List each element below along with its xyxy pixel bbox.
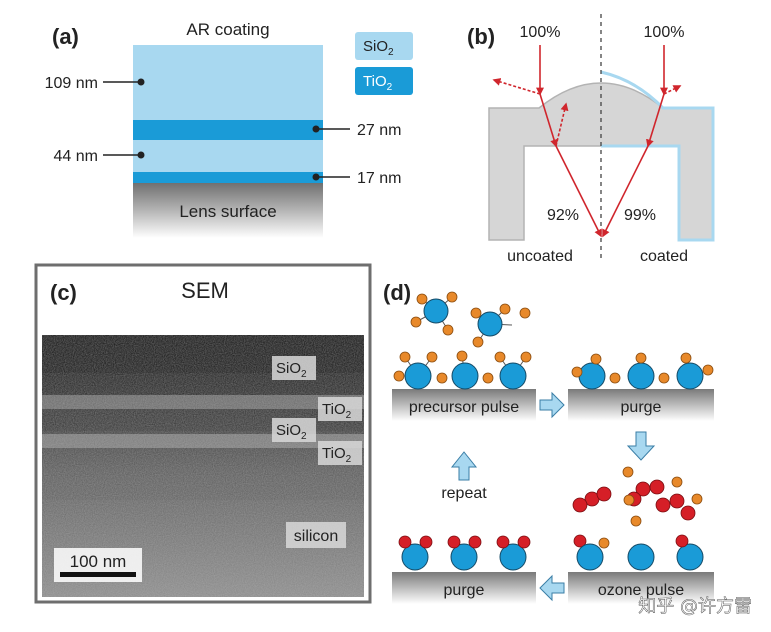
panel-b: (b) 100% 100% 92% 99% uncoated coated [467, 14, 715, 265]
sem-label-tio2-2: TiO2 [318, 441, 362, 465]
sem-label-sio2-2: SiO2 [272, 418, 316, 442]
panel-c: (c) SEM SiO2 TiO2 SiO2 TiO2 [34, 263, 372, 604]
ar-coating-edge [600, 70, 715, 242]
step-purge-2-label: purge [444, 582, 485, 599]
panel-d-label: (d) [383, 280, 411, 305]
step-purge-1: purge [568, 352, 714, 421]
svg-text:109 nm: 109 nm [45, 75, 98, 92]
svg-text:100 nm: 100 nm [70, 552, 127, 571]
caption-uncoated: uncoated [507, 248, 573, 265]
transmitted-left: 92% [547, 207, 579, 224]
svg-text:TiO2: TiO2 [363, 73, 393, 93]
step-ozone-pulse: ozone pulse [568, 534, 714, 604]
svg-text:SiO2: SiO2 [276, 422, 307, 442]
svg-text:TiO2: TiO2 [322, 401, 352, 421]
panel-c-label: (c) [50, 280, 77, 305]
panel-b-label: (b) [467, 24, 495, 49]
legend-tio2: TiO2 [355, 67, 413, 95]
panel-a-label: (a) [52, 24, 79, 49]
repeat-label: repeat [441, 485, 487, 502]
arrow-up-icon [450, 451, 478, 481]
step-precursor-pulse: precursor pulse [392, 350, 536, 421]
tio2-layer-bottom [133, 172, 323, 183]
precursor-molecule-2 [470, 303, 531, 348]
panel-a-title: AR coating [186, 20, 269, 39]
incident-right: 100% [644, 24, 685, 41]
arrow-down-icon [626, 431, 656, 461]
ozone-cloud [572, 466, 703, 527]
scale-bar: 100 nm [54, 548, 142, 582]
step-purge-2: purge [392, 535, 536, 604]
transmitted-right: 99% [624, 207, 656, 224]
arrow-right-icon [539, 391, 565, 419]
sem-label-silicon: silicon [286, 522, 346, 548]
step-ozone-label: ozone pulse [598, 582, 684, 599]
svg-text:SiO2: SiO2 [363, 38, 394, 58]
watermark: 知乎 @许方雷 [638, 596, 752, 617]
ray-coated [602, 45, 682, 238]
lens-substrate [133, 183, 323, 238]
svg-text:44 nm: 44 nm [54, 148, 98, 165]
substrate-label: Lens surface [179, 202, 276, 221]
panel-a: (a) AR coating Lens surface 109 nm 27 nm… [45, 20, 413, 238]
tio2-layer-top [133, 120, 323, 140]
svg-text:SiO2: SiO2 [276, 360, 307, 380]
panel-d: (d) [383, 280, 714, 604]
sem-title: SEM [181, 278, 229, 303]
legend-sio2: SiO2 [355, 32, 413, 60]
arrow-left-icon [539, 574, 565, 602]
svg-text:27 nm: 27 nm [357, 122, 401, 139]
step-precursor-label: precursor pulse [409, 399, 519, 416]
svg-text:TiO2: TiO2 [322, 445, 352, 465]
dimension-44nm: 44 nm [54, 148, 145, 165]
dimension-109nm: 109 nm [45, 75, 145, 92]
step-purge-1-label: purge [621, 399, 662, 416]
ray-uncoated [492, 45, 602, 238]
incident-left: 100% [520, 24, 561, 41]
svg-text:17 nm: 17 nm [357, 170, 401, 187]
svg-text:silicon: silicon [294, 528, 338, 545]
precursor-molecule-1 [410, 291, 458, 336]
dimension-27nm: 27 nm [312, 122, 401, 139]
caption-coated: coated [640, 248, 688, 265]
sem-label-sio2-1: SiO2 [272, 356, 316, 380]
sem-label-tio2-1: TiO2 [318, 397, 362, 421]
dimension-17nm: 17 nm [312, 170, 401, 187]
sio2-layer-bottom [133, 140, 323, 172]
sio2-layer-top [133, 45, 323, 120]
